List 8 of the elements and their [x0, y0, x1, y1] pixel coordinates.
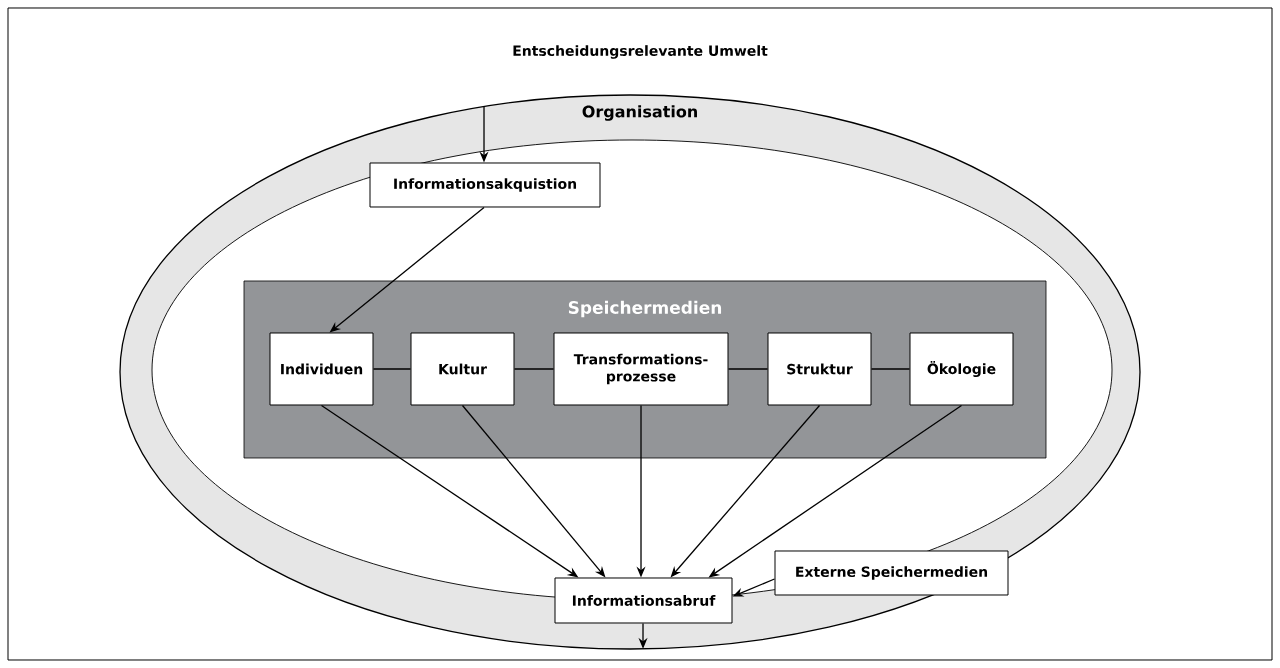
process-box: Ökologie — [909, 332, 1014, 406]
process-box: Kultur — [410, 332, 515, 406]
process-box: Transformations- prozesse — [553, 332, 729, 406]
process-box: Individuen — [269, 332, 374, 406]
process-box: Informationsabruf — [554, 577, 733, 624]
process-box: Externe Speichermedien — [774, 550, 1009, 596]
process-box: Struktur — [767, 332, 872, 406]
process-box: Informationsakquistion — [369, 162, 601, 208]
